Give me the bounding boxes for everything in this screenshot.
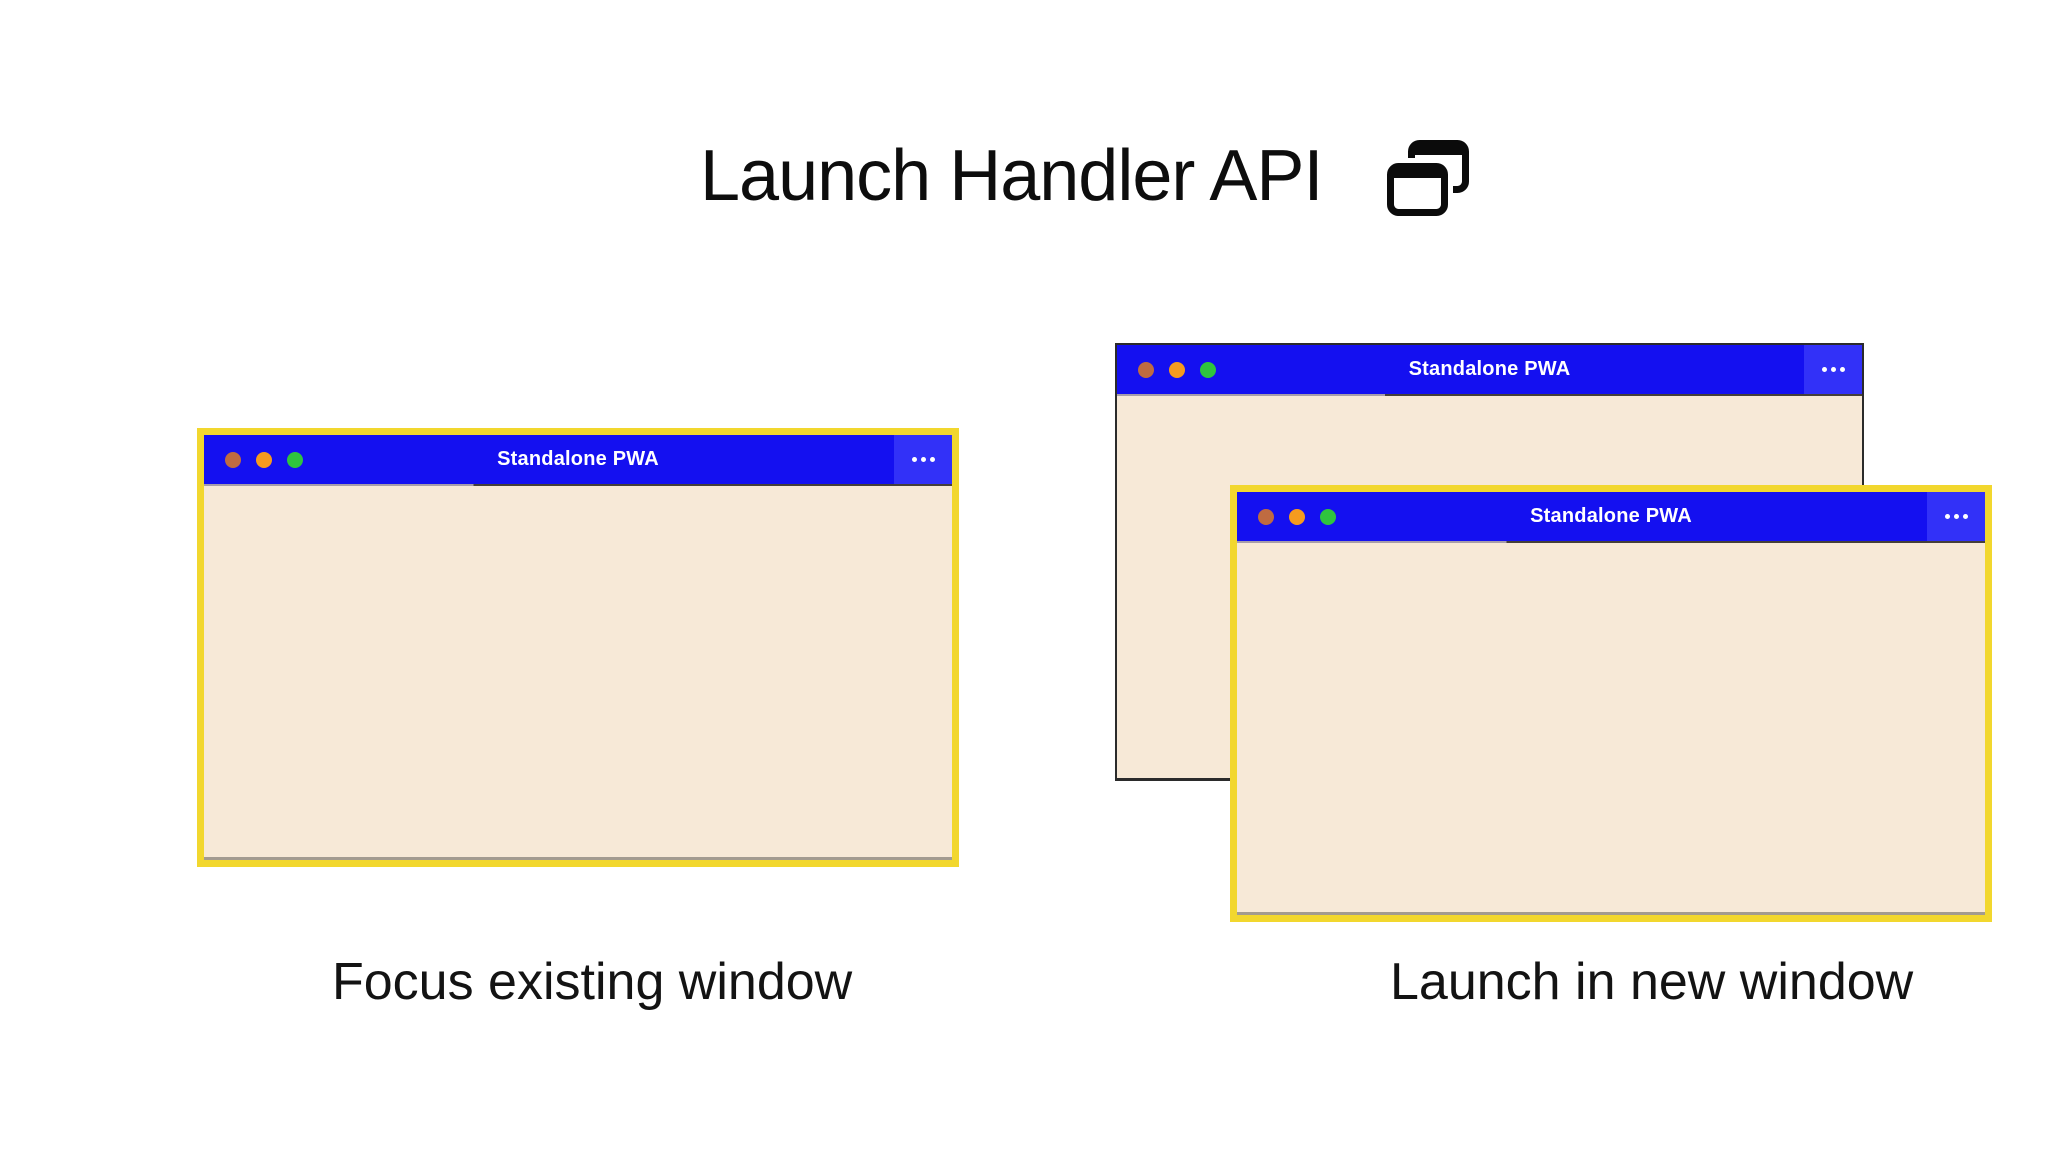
traffic-lights xyxy=(1117,345,1216,394)
ellipsis-icon xyxy=(1944,514,1950,519)
window-content xyxy=(204,486,952,860)
ellipsis-icon xyxy=(1953,514,1959,519)
ellipsis-icon xyxy=(1839,367,1845,372)
ellipsis-icon xyxy=(920,457,926,462)
overlapping-windows-icon xyxy=(1386,140,1470,220)
zoom-button[interactable] xyxy=(287,451,303,468)
window-title: Standalone PWA xyxy=(497,448,659,470)
menu-button[interactable] xyxy=(1927,492,1985,541)
zoom-button[interactable] xyxy=(1200,361,1216,378)
window-title: Standalone PWA xyxy=(1408,358,1571,380)
zoom-button[interactable] xyxy=(1320,508,1336,525)
pwa-window-new: Standalone PWA xyxy=(1230,485,1992,922)
minimize-button[interactable] xyxy=(1289,508,1305,525)
ellipsis-icon xyxy=(929,457,935,462)
ellipsis-icon xyxy=(1821,367,1827,372)
close-button[interactable] xyxy=(1258,508,1274,525)
page-header: Launch Handler API xyxy=(700,134,1470,220)
titlebar-divider xyxy=(1237,541,1985,543)
titlebar-divider xyxy=(1117,394,1862,396)
window-titlebar[interactable]: Standalone PWA xyxy=(204,435,952,484)
window-titlebar[interactable]: Standalone PWA xyxy=(1117,345,1862,394)
ellipsis-icon xyxy=(1830,367,1836,372)
menu-button[interactable] xyxy=(894,435,952,484)
ellipsis-icon xyxy=(1962,514,1968,519)
caption-launch-new: Launch in new window xyxy=(1390,953,1914,1011)
window-content xyxy=(1237,543,1985,915)
window-titlebar[interactable]: Standalone PWA xyxy=(1237,492,1985,541)
minimize-button[interactable] xyxy=(1169,361,1185,378)
caption-focus-existing: Focus existing window xyxy=(332,953,853,1011)
close-button[interactable] xyxy=(1138,361,1154,378)
minimize-button[interactable] xyxy=(256,451,272,468)
titlebar-divider xyxy=(204,484,952,486)
close-button[interactable] xyxy=(225,451,241,468)
ellipsis-icon xyxy=(911,457,917,462)
pwa-window-existing: Standalone PWA xyxy=(197,428,959,867)
menu-button[interactable] xyxy=(1804,345,1862,394)
traffic-lights xyxy=(1237,492,1336,541)
traffic-lights xyxy=(204,435,303,484)
page-title: Launch Handler API xyxy=(700,136,1323,216)
window-title: Standalone PWA xyxy=(1530,505,1692,527)
